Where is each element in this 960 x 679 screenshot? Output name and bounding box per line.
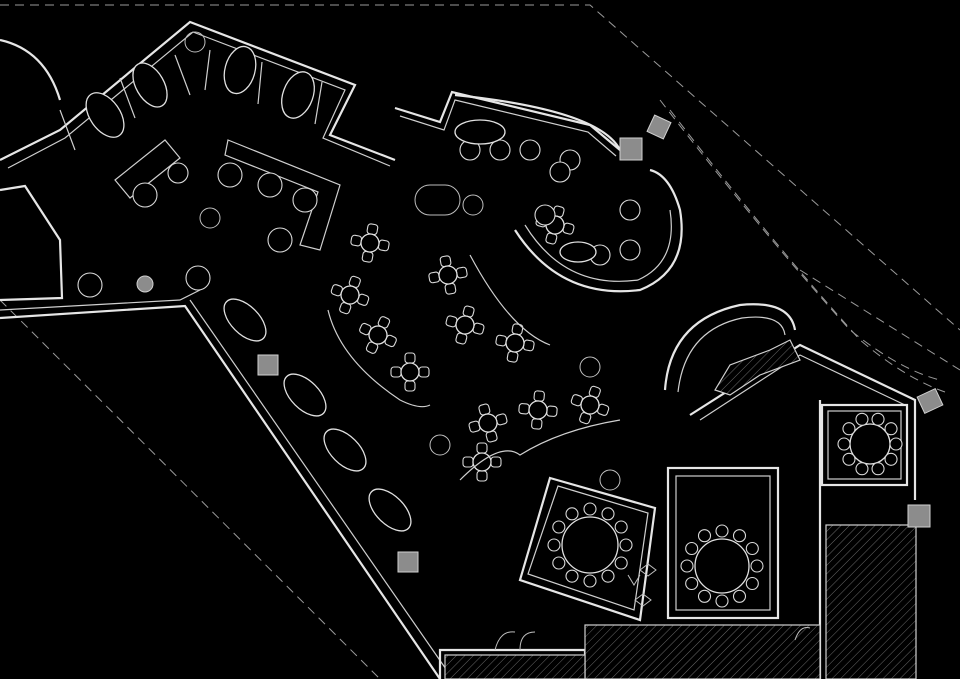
round-table [462, 442, 502, 482]
entrance-door [494, 627, 811, 651]
chair [583, 502, 597, 516]
round-table [350, 223, 390, 263]
left-banquettes [77, 139, 341, 298]
chair [855, 412, 869, 426]
booth-table [223, 298, 267, 342]
kiosk [619, 137, 643, 161]
exterior-walls [0, 20, 917, 679]
chair [837, 437, 851, 451]
kitchen-hatch [584, 624, 821, 679]
chair [697, 529, 712, 543]
chair [697, 589, 712, 603]
private-room-2 [666, 466, 780, 620]
chair [685, 541, 699, 556]
chair [750, 559, 764, 573]
chair [614, 520, 628, 534]
round-table [445, 305, 485, 345]
central-round-tables [330, 205, 610, 482]
booth-table [283, 373, 327, 417]
chair [884, 422, 898, 436]
column [397, 551, 419, 573]
chair [842, 422, 856, 436]
booth-table [323, 428, 367, 472]
chair [552, 556, 566, 570]
chair [565, 507, 579, 521]
chair [745, 541, 759, 556]
chair [871, 462, 885, 476]
chair [619, 538, 633, 552]
chair [552, 520, 566, 534]
chair [685, 576, 699, 591]
column [257, 354, 279, 376]
service-area-hatch [825, 524, 917, 679]
booth-table [223, 45, 257, 95]
private-room-1 [518, 476, 657, 622]
chair [583, 574, 597, 588]
booth-table [132, 62, 168, 108]
chair [732, 529, 747, 543]
planter-islands [327, 184, 621, 481]
chair [614, 556, 628, 570]
chair [745, 576, 759, 591]
private-room-3 [820, 403, 931, 528]
booth-table [368, 488, 412, 532]
chair [715, 524, 729, 538]
booth-table [281, 71, 315, 119]
chair [715, 594, 729, 608]
curved-bar [184, 31, 944, 491]
chair [680, 559, 694, 573]
chair [855, 462, 869, 476]
north-booths [59, 45, 323, 151]
round-table [468, 403, 508, 443]
round-table [570, 385, 610, 425]
round-table [518, 390, 558, 430]
site-boundary-lines [0, 4, 960, 679]
chair [601, 507, 615, 521]
chair [601, 569, 615, 583]
entry-strip-hatch [444, 654, 586, 679]
chair [884, 452, 898, 466]
chair [547, 538, 561, 552]
chair [565, 569, 579, 583]
round-table [495, 323, 535, 363]
east-bar-counter [663, 303, 801, 396]
round-table [330, 275, 370, 315]
chair [889, 437, 903, 451]
column [136, 275, 154, 293]
tree-plants [627, 563, 657, 607]
round-table [359, 316, 397, 354]
chair [732, 589, 747, 603]
booth-table [85, 92, 125, 138]
round-table [428, 255, 468, 295]
west-wall-booths [136, 275, 419, 573]
chair [842, 452, 856, 466]
round-table [390, 352, 430, 392]
chair [871, 412, 885, 426]
